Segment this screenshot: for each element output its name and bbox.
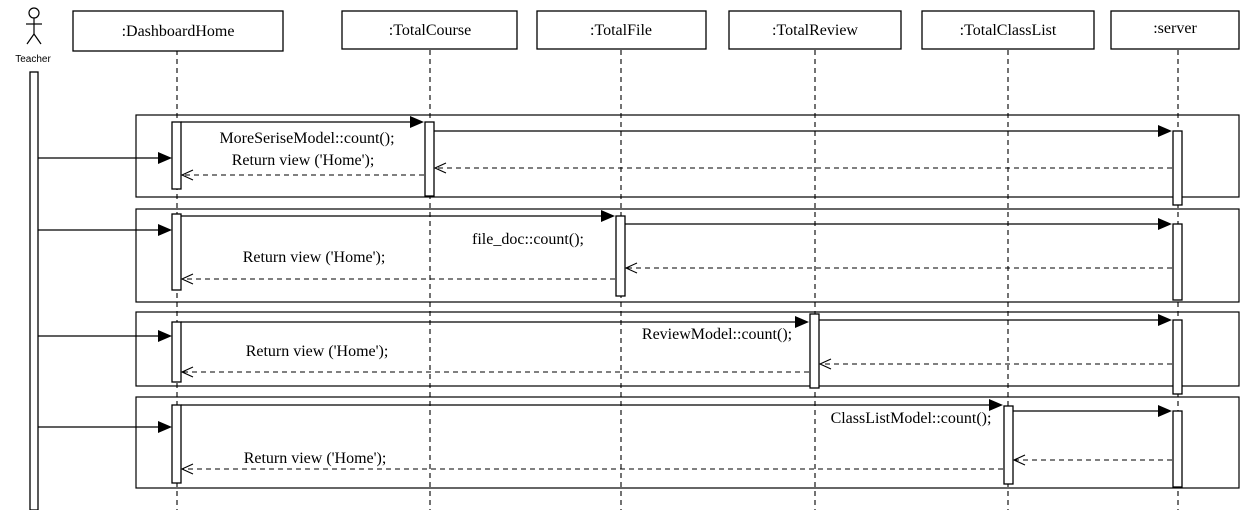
arrow-head <box>818 358 832 370</box>
object-label: :TotalReview <box>772 22 858 39</box>
arrow-head <box>1158 125 1172 137</box>
interaction-frame-1: MoreSeriseModel::count(); Return view ('… <box>38 114 1240 206</box>
object-server: :server <box>1110 10 1240 50</box>
arrow-head <box>795 316 809 328</box>
object-course: :TotalCourse <box>341 10 518 50</box>
arrow-head <box>1158 314 1172 326</box>
activation-dashboard <box>171 213 182 291</box>
arrow-head <box>1158 405 1172 417</box>
call-label: MoreSeriseModel::count(); <box>219 130 394 147</box>
activation-file <box>615 215 626 297</box>
arrow-head <box>410 116 424 128</box>
object-classlist: :TotalClassList <box>921 10 1095 50</box>
object-label: :TotalClassList <box>960 22 1057 39</box>
arrow-head <box>158 152 172 164</box>
arrow-head <box>1012 454 1026 466</box>
interaction-frame-2: file_doc::count(); Return view ('Home'); <box>38 208 1240 303</box>
activation-classlist <box>1003 405 1014 485</box>
activation-dashboard <box>171 321 182 383</box>
return-label: Return view ('Home'); <box>246 343 389 360</box>
arrow-head <box>180 169 194 181</box>
return-label: Return view ('Home'); <box>232 152 375 169</box>
call-label: file_doc::count(); <box>472 231 584 248</box>
activation-server <box>1172 223 1183 301</box>
actor-activation-bar <box>29 71 39 510</box>
object-review: :TotalReview <box>728 10 902 50</box>
frame-box <box>135 208 1240 303</box>
activation-dashboard <box>171 404 182 484</box>
arrow-head <box>601 210 615 222</box>
arrow-head <box>158 330 172 342</box>
activation-review <box>809 313 820 389</box>
arrow-head <box>158 421 172 433</box>
arrow-head <box>180 366 194 378</box>
lifelines <box>176 50 1179 510</box>
return-label: Return view ('Home'); <box>243 249 386 266</box>
frame-box <box>135 396 1240 489</box>
activation-server <box>1172 410 1183 488</box>
activation-course <box>424 121 435 197</box>
arrow-head <box>989 399 1003 411</box>
activation-dashboard <box>171 121 182 190</box>
object-label: :TotalCourse <box>389 22 471 39</box>
frame-box <box>135 114 1240 198</box>
actor-teacher: Teacher <box>15 7 51 510</box>
object-dashboard: :DashboardHome <box>72 10 284 52</box>
activation-server <box>1172 319 1183 395</box>
object-label: :server <box>1153 20 1197 37</box>
object-label: :TotalFile <box>590 22 652 39</box>
object-label: :DashboardHome <box>122 23 235 40</box>
arrow-head <box>180 273 194 285</box>
interaction-frame-3: ReviewModel::count(); Return view ('Home… <box>38 311 1240 395</box>
stick-figure-icon <box>26 7 42 45</box>
interaction-frame-4: ClassListModel::count(); Return view ('H… <box>38 396 1240 489</box>
call-label: ClassListModel::count(); <box>831 410 992 427</box>
arrow-head <box>158 224 172 236</box>
object-file: :TotalFile <box>536 10 707 50</box>
return-label: Return view ('Home'); <box>244 450 387 467</box>
arrow-head <box>1158 218 1172 230</box>
activation-server <box>1172 130 1183 206</box>
arrow-head <box>433 162 447 174</box>
arrow-head <box>624 262 638 274</box>
call-label: ReviewModel::count(); <box>642 326 792 343</box>
actor-label: Teacher <box>15 54 51 65</box>
arrow-head <box>180 463 194 475</box>
frame-box <box>135 311 1240 387</box>
